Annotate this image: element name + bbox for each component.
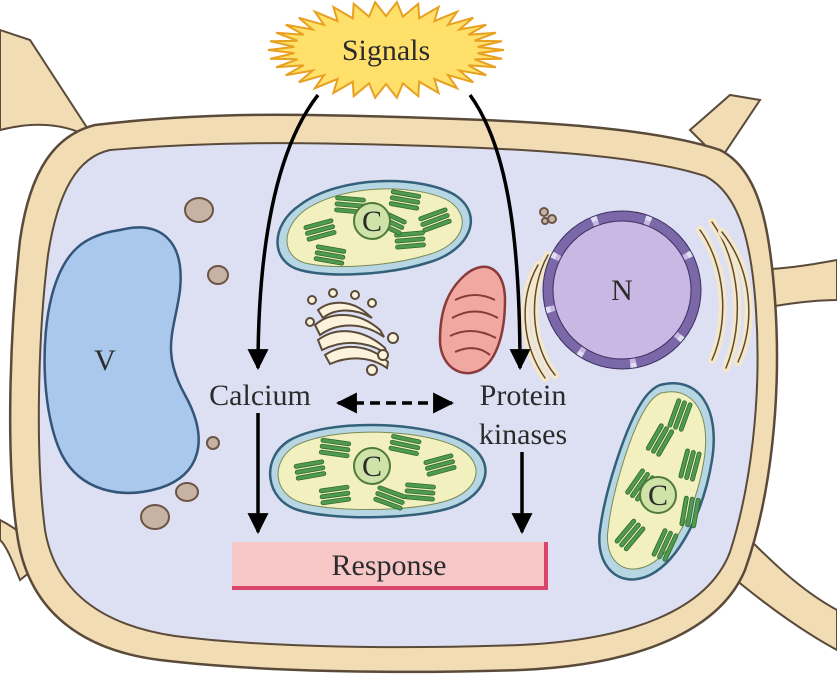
nucleus: N (542, 210, 702, 370)
chloroplast-middle-label: C (362, 450, 382, 483)
protein-kinases-label-line1: Protein (480, 379, 567, 412)
chloroplast-right-label: C (648, 479, 668, 512)
mitochondrion (438, 265, 507, 375)
endoplasmic-reticulum (521, 218, 753, 382)
nucleus-label: N (611, 274, 633, 307)
chloroplast-top-label: C (362, 205, 382, 238)
chloroplast-right: C (598, 382, 715, 581)
signals-to-kinases-arrow (468, 93, 531, 371)
protein-kinases-label-line2: kinases (479, 418, 567, 451)
vacuole-label: V (94, 344, 116, 377)
signals-burst: Signals (267, 0, 505, 100)
chloroplast-top: C (276, 179, 473, 276)
response-box: Response (232, 542, 548, 590)
vesicles (140, 197, 557, 530)
calcium-label: Calcium (209, 379, 311, 412)
arrows (247, 93, 533, 535)
chloroplast-middle: C (268, 423, 487, 519)
vacuole (43, 226, 200, 495)
signals-label: Signals (342, 34, 430, 67)
golgi (305, 288, 399, 376)
response-label: Response (332, 549, 447, 582)
signals-to-calcium-arrow (247, 93, 320, 371)
